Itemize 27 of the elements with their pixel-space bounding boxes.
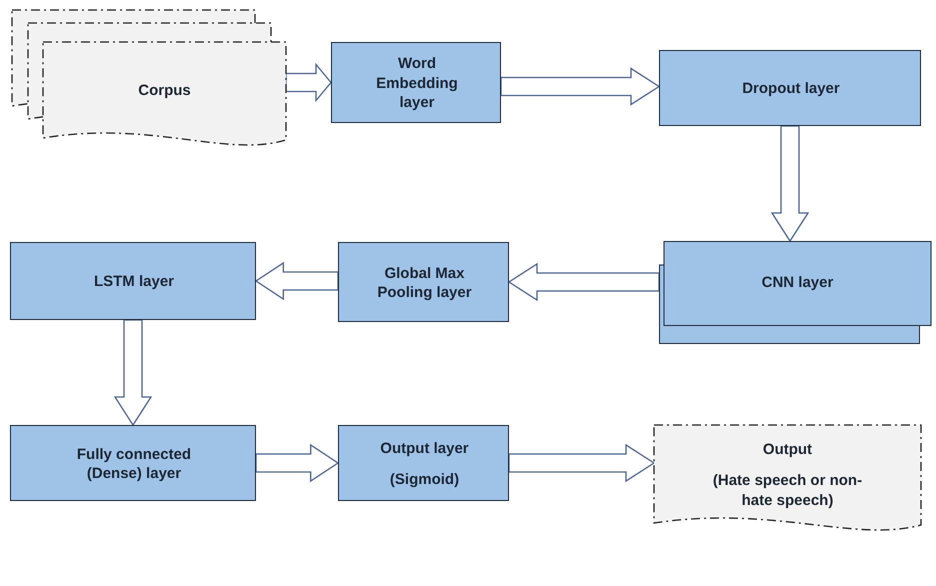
block-arrow — [770, 125, 810, 242]
layer-box — [10, 242, 256, 320]
layer-box — [10, 425, 256, 501]
node-label: Output — [762, 440, 812, 460]
node-label: CNN layer — [762, 273, 834, 293]
block-arrow — [254, 262, 339, 300]
document-shape — [12, 10, 286, 144]
node-label: Word Embedding layer — [375, 54, 459, 113]
layer-box — [659, 50, 921, 126]
layer-box — [338, 242, 509, 322]
node-label: Corpus — [138, 81, 191, 101]
block-arrow — [500, 67, 660, 106]
layer-box — [338, 425, 509, 501]
layer-box — [331, 42, 501, 123]
node-label: Fully connected (Dense) layer — [76, 444, 192, 484]
node-label: LSTM layer — [94, 272, 174, 292]
node-label: Global Max Pooling layer — [376, 264, 473, 302]
node-label: Output layer — [380, 438, 469, 458]
node-label: Dropout layer — [742, 79, 840, 99]
block-arrow — [114, 319, 152, 426]
node-label: (Sigmoid) — [390, 470, 460, 490]
block-arrow — [285, 62, 332, 102]
stacked-layer-box — [659, 241, 931, 344]
block-arrow — [508, 444, 656, 482]
block-arrow — [508, 262, 660, 302]
node-label: (Hate speech or non-hate speech) — [712, 471, 864, 510]
block-arrow — [255, 444, 340, 482]
